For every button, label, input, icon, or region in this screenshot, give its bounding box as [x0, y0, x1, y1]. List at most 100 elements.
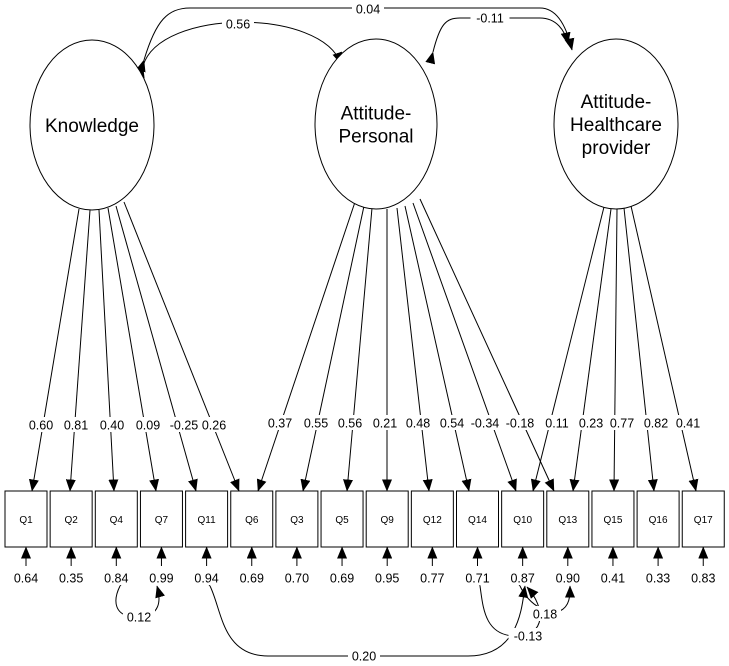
error-covariance-value: -0.13	[508, 628, 548, 644]
loading-value-text: -0.34	[471, 417, 500, 431]
indicator-q5: Q5	[320, 490, 364, 548]
residual-value-text: 0.90	[556, 572, 580, 586]
indicator-q13: Q13	[546, 490, 590, 548]
loading-value-text: 0.21	[373, 417, 397, 431]
loading-value: -0.34	[465, 415, 505, 431]
indicator-box	[139, 490, 183, 548]
label-background	[100, 570, 133, 585]
indicator-box	[410, 490, 454, 548]
residual-value-text: 0.33	[646, 572, 670, 586]
indicator-label: Q16	[649, 515, 668, 526]
loading-value-text: 0.81	[64, 419, 88, 433]
label-background	[529, 606, 561, 621]
error-covariance-value: 0.12	[123, 609, 155, 625]
label-background	[402, 415, 434, 430]
residual-value: 0.33	[642, 570, 675, 586]
label-background	[145, 570, 178, 585]
indicator-label: Q14	[468, 515, 487, 526]
indicator-label: Q4	[110, 515, 124, 526]
indicator-label: Q1	[19, 515, 33, 526]
residual-value: 0.69	[235, 570, 268, 586]
label-background	[642, 570, 675, 585]
indicator-box	[546, 490, 590, 548]
label-background	[461, 570, 494, 585]
latent-label: Knowledge	[45, 116, 139, 137]
residual-value: 0.83	[687, 570, 720, 586]
residual-value-text: 0.99	[149, 572, 173, 586]
indicator-box	[94, 490, 138, 548]
indicator-q15: Q15	[591, 490, 635, 548]
label-background	[10, 570, 42, 585]
loading-value-text: 0.77	[610, 417, 634, 431]
factor-correlation-value-text: 0.56	[226, 18, 250, 32]
loading-value: 0.56	[334, 415, 366, 431]
loading-value: 0.40	[96, 417, 128, 433]
indicator-box	[456, 490, 499, 548]
residual-value-text: 0.35	[59, 572, 83, 586]
loading-value-text: -0.25	[170, 419, 199, 433]
loading-value-text: 0.41	[676, 417, 700, 431]
loading-arrow-knowledge-q11	[115, 205, 198, 492]
latent-label: Healthcare	[570, 115, 662, 136]
residual-value-text: 0.70	[285, 572, 309, 586]
residual-value: 0.94	[190, 570, 223, 586]
indicator-box	[501, 490, 545, 548]
indicator-box	[636, 490, 680, 548]
indicator-q14: Q14	[456, 490, 499, 548]
loading-arrow-attitude-personal-q5	[343, 207, 373, 492]
error-covariance-value: 0.18	[529, 606, 561, 622]
loading-value-text: 0.37	[268, 417, 292, 431]
loading-value: 0.23	[575, 415, 607, 431]
edges-layer	[21, 7, 709, 657]
loading-value: 0.37	[264, 415, 296, 431]
loading-value: 0.55	[300, 415, 332, 431]
residual-value: 0.64	[10, 570, 42, 586]
loading-arrow-attitude-personal-q14	[404, 205, 472, 492]
indicator-q4: Q4	[94, 490, 138, 548]
loading-arrow-attitude-personal-q10	[412, 202, 517, 492]
label-background	[348, 648, 380, 663]
indicator-label: Q15	[603, 515, 622, 526]
factor-correlation-value: 0.04	[352, 1, 384, 17]
error-covariance-value-text: 0.12	[127, 611, 151, 625]
indicator-q16: Q16	[636, 490, 680, 548]
loading-arrow-attitude-healthcare-q15	[609, 208, 620, 492]
indicator-box	[591, 490, 635, 548]
indicator-label: Q9	[381, 515, 395, 526]
loading-value: -0.18	[500, 415, 540, 431]
indicator-label: Q10	[513, 515, 532, 526]
error-covariance-value-text: 0.18	[533, 608, 557, 622]
residual-value-text: 0.71	[465, 572, 489, 586]
loading-arrow-attitude-healthcare-q13	[569, 208, 612, 492]
indicator-label: Q2	[64, 515, 78, 526]
label-background	[416, 570, 449, 585]
residual-value: 0.77	[416, 570, 449, 586]
indicator-label: Q3	[290, 515, 304, 526]
indicator-label: Q12	[423, 515, 442, 526]
label-background	[264, 415, 296, 430]
label-background	[190, 570, 223, 585]
factor-correlation-value: -0.11	[470, 10, 510, 26]
residual-value-text: 0.41	[601, 572, 625, 586]
loading-arrow-knowledge-q1	[28, 208, 80, 492]
loading-arrow-attitude-personal-q6	[256, 201, 356, 492]
label-background	[280, 570, 313, 585]
loading-arrow-attitude-personal-q3	[300, 205, 365, 492]
error-covariance-value-text: -0.13	[514, 630, 543, 644]
residual-value-text: 0.84	[104, 572, 128, 586]
label-background	[640, 415, 672, 430]
loading-arrow-attitude-personal-q13	[419, 198, 555, 492]
residual-value: 0.70	[280, 570, 313, 586]
residual-value-text: 0.77	[420, 572, 444, 586]
label-background	[672, 415, 704, 430]
loading-value-text: 0.26	[202, 419, 226, 433]
loading-value: 0.11	[541, 415, 573, 431]
label-background	[235, 570, 268, 585]
indicator-label: Q7	[155, 515, 169, 526]
indicator-q17: Q17	[681, 490, 725, 548]
indicator-q2: Q2	[49, 490, 93, 548]
loading-value-text: 0.82	[644, 417, 668, 431]
residual-value-text: 0.83	[691, 572, 715, 586]
latent-ellipse	[314, 38, 438, 210]
